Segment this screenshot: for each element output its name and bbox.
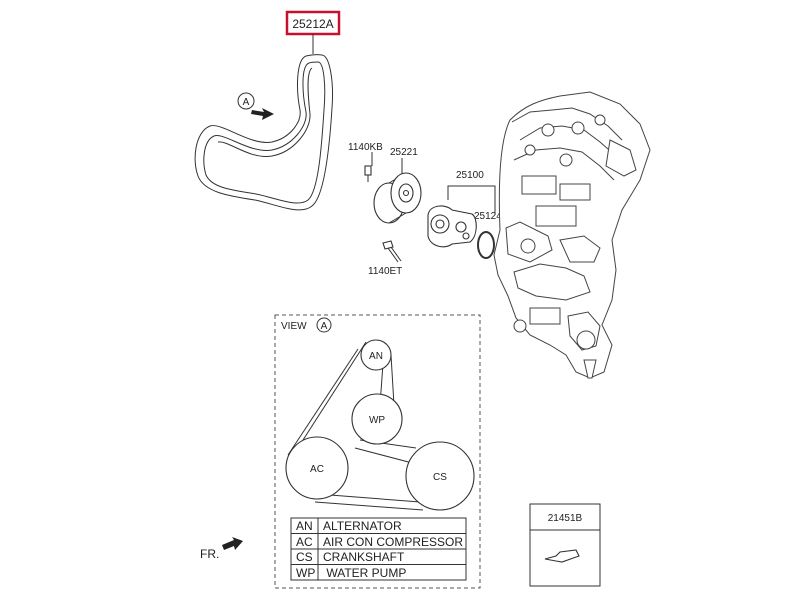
bracket-line <box>447 185 496 215</box>
legend-code: AC <box>296 535 313 549</box>
sealant-box[interactable]: 21451B <box>529 503 601 587</box>
legend-code: AN <box>296 519 313 533</box>
arrow-icon <box>251 108 274 120</box>
water-pump[interactable] <box>427 205 477 248</box>
pulley-ac[interactable]: AC <box>285 436 349 500</box>
legend-code: WP <box>296 566 315 580</box>
water-pump-label: 25100 <box>456 170 484 181</box>
pulley-legend: AN ALTERNATOR AC AIR CON COMPRESSOR CS C… <box>290 517 467 581</box>
bolt-bottom-label: 1140ET <box>368 266 402 277</box>
svg-text:AN: AN <box>369 351 383 362</box>
svg-text:A: A <box>321 321 328 332</box>
bolt-icon[interactable] <box>364 165 372 182</box>
view-a-marker[interactable]: A <box>237 92 274 120</box>
svg-text:WP: WP <box>369 415 385 426</box>
front-label: FR. <box>200 547 219 561</box>
legend-name: CRANKSHAFT <box>323 550 405 564</box>
pulley-wp[interactable]: WP <box>351 393 403 445</box>
bolt-icon[interactable] <box>382 240 402 263</box>
legend-name: ALTERNATOR <box>323 519 402 533</box>
belt-routing <box>287 341 424 511</box>
idler-pulley[interactable] <box>373 172 422 224</box>
sealant-tube-icon <box>544 549 580 563</box>
sealant-label: 21451B <box>548 513 583 524</box>
legend-name: WATER PUMP <box>323 566 406 580</box>
legend-name: AIR CON COMPRESSOR <box>323 535 463 549</box>
belt-part-number: 25212A <box>292 17 333 31</box>
svg-text:CS: CS <box>433 472 447 483</box>
pulley-an[interactable]: AN <box>360 339 392 371</box>
view-a-badge: A <box>316 317 332 333</box>
front-indicator: FR. <box>200 537 243 561</box>
arrow-icon <box>222 537 243 550</box>
engine-block <box>493 91 651 379</box>
serpentine-belt[interactable] <box>194 54 333 211</box>
gasket-label: 25124P <box>474 211 509 222</box>
pulley-label: 25221 <box>390 147 418 158</box>
marker-letter: A <box>243 97 250 108</box>
bolt-top-label: 1140KB <box>348 142 383 153</box>
legend-code: CS <box>296 550 313 564</box>
gasket-ring[interactable] <box>477 231 495 259</box>
svg-text:AC: AC <box>310 464 324 475</box>
view-label: VIEW <box>281 321 307 332</box>
pulley-cs[interactable]: CS <box>405 441 475 511</box>
